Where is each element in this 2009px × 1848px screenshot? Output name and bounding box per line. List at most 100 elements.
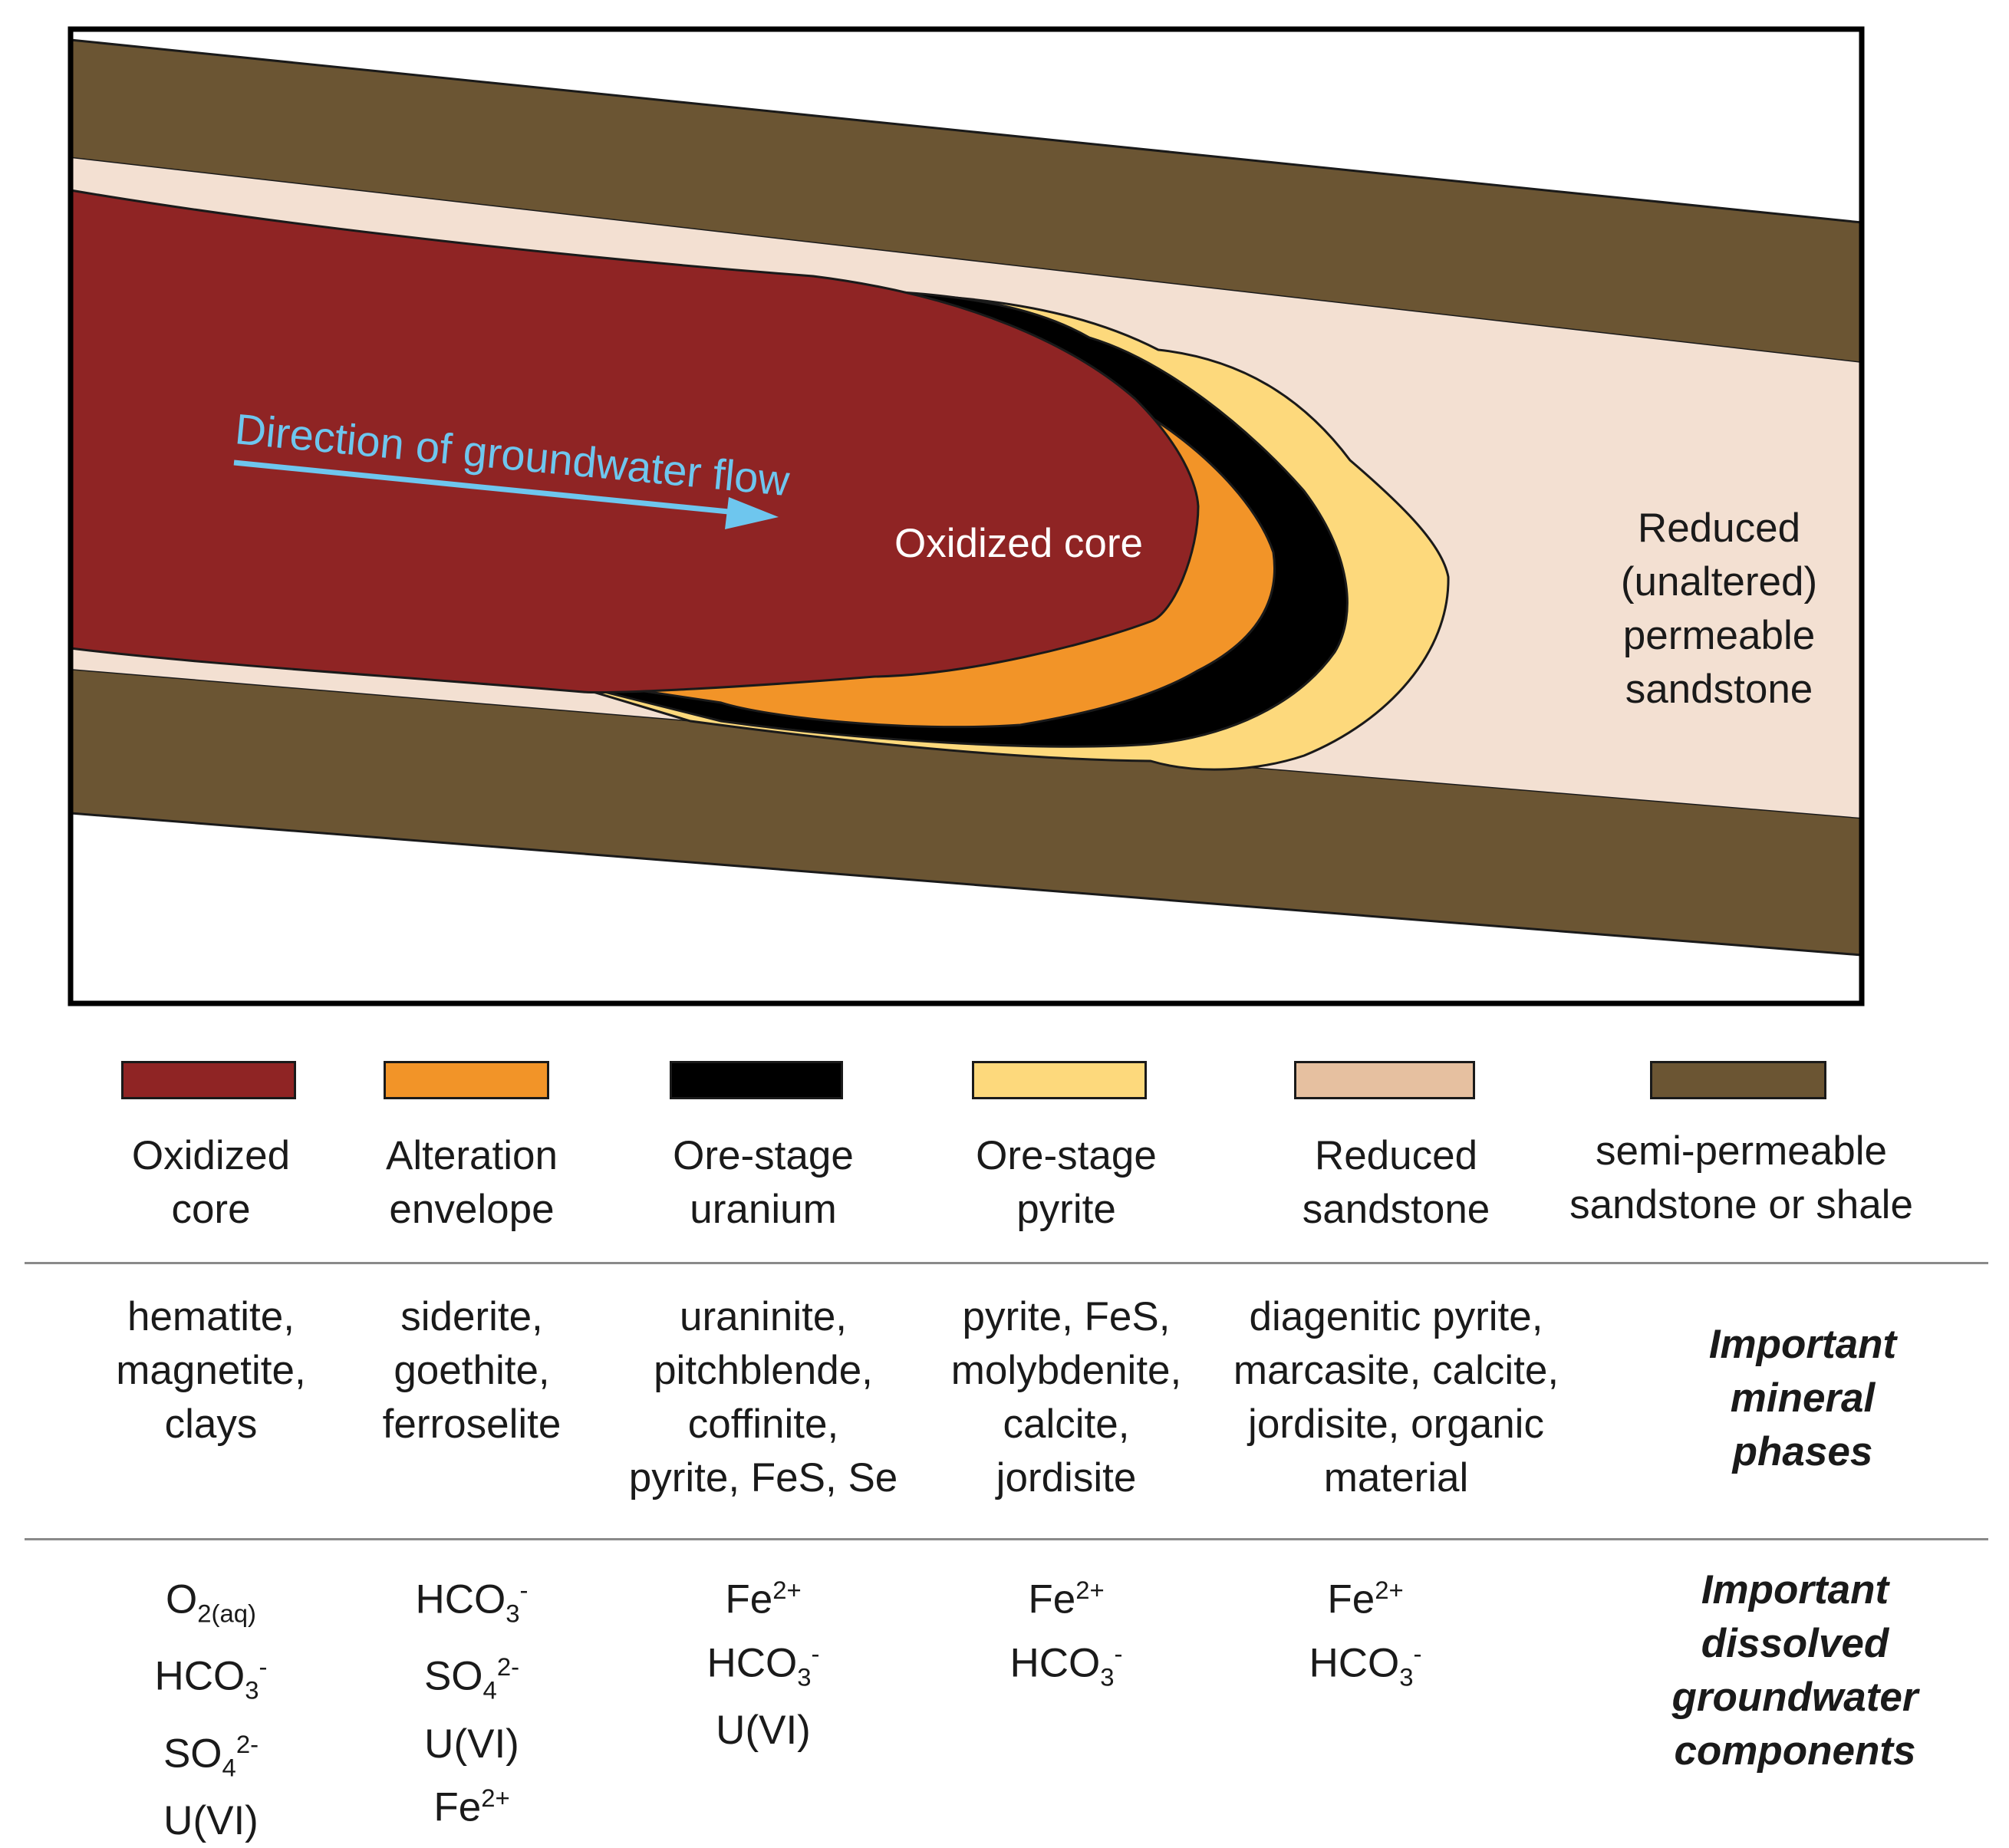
species-line: Fe2+	[648, 1563, 878, 1627]
species-base: HCO	[706, 1640, 798, 1686]
species-line: HCO3-	[648, 1627, 878, 1704]
species-line: SO42-	[81, 1718, 341, 1794]
legend-label-shale: semi-permeable sandstone or shale	[1534, 1125, 1948, 1232]
minerals-cell-uranium: uraninite, pitchblende, coffinite, pyrit…	[610, 1290, 917, 1505]
species-line: Fe2+	[951, 1563, 1181, 1627]
species-base: Fe	[433, 1784, 482, 1830]
dissolved-cell-pyrite: Fe2+ HCO3-	[951, 1563, 1181, 1704]
species-base: Fe	[1028, 1576, 1076, 1622]
species-base: Fe	[725, 1576, 773, 1622]
dissolved-heading-line: components	[1674, 1728, 1916, 1774]
legend-swatch-reduced-sandstone	[1294, 1061, 1475, 1099]
minerals-heading-line: mineral	[1730, 1375, 1876, 1421]
species-base: U(VI)	[716, 1707, 811, 1753]
species-charge: -	[519, 1576, 529, 1604]
species-charge: 2+	[1375, 1576, 1404, 1604]
minerals-heading-line: Important	[1708, 1322, 1897, 1367]
dissolved-cell-reduced: Fe2+ HCO3-	[1250, 1563, 1480, 1704]
legend-label-line: sandstone or shale	[1569, 1182, 1913, 1227]
species-sub: 4	[482, 1675, 497, 1705]
reduced-label-line: (unaltered)	[1621, 559, 1817, 604]
species-line: Fe2+	[1250, 1563, 1480, 1627]
legend-label-line: Ore-stage	[976, 1133, 1157, 1178]
minerals-cell-alteration: siderite, goethite, ferroselite	[341, 1290, 602, 1451]
species-line: SO42-	[341, 1640, 602, 1717]
minerals-heading: Important mineral phases	[1688, 1318, 1918, 1479]
mineral-line: hematite,	[127, 1294, 295, 1339]
legend-label-line: Ore-stage	[673, 1133, 854, 1178]
legend-label-line: envelope	[389, 1187, 555, 1232]
minerals-heading-line: phases	[1732, 1429, 1873, 1474]
legend-label-line: semi-permeable	[1596, 1128, 1887, 1174]
mineral-line: siderite,	[400, 1294, 543, 1339]
species-sub: 3	[245, 1675, 259, 1705]
dissolved-cell-uranium: Fe2+ HCO3- U(VI)	[648, 1563, 878, 1757]
species-charge: 2+	[481, 1783, 510, 1812]
species-sub: 2(aq)	[197, 1599, 256, 1628]
species-base: U(VI)	[424, 1721, 519, 1767]
mineral-line: ferroselite	[382, 1402, 562, 1447]
legend-label-line: sandstone	[1302, 1187, 1490, 1232]
minerals-cell-reduced: diagenitic pyrite, marcasite, calcite, j…	[1212, 1290, 1580, 1505]
legend-label-line: core	[171, 1187, 251, 1232]
species-sub: 3	[797, 1662, 812, 1691]
divider-top	[25, 1262, 1988, 1264]
mineral-line: pyrite, FeS, Se	[628, 1455, 898, 1500]
legend-label-reduced-sandstone: Reduced sandstone	[1273, 1129, 1519, 1237]
reduced-label-line: sandstone	[1625, 667, 1813, 712]
species-base: HCO	[1309, 1640, 1400, 1686]
species-charge: -	[1413, 1639, 1422, 1668]
mineral-line: jordisite	[996, 1455, 1137, 1500]
species-line: U(VI)	[341, 1718, 602, 1771]
species-base: HCO	[1009, 1640, 1101, 1686]
legend-label-line: uranium	[690, 1187, 837, 1232]
species-charge: 2-	[496, 1652, 520, 1682]
mineral-line: jordisite, organic	[1248, 1402, 1544, 1447]
legend-label-line: Alteration	[386, 1133, 558, 1178]
species-base: HCO	[154, 1653, 245, 1699]
mineral-line: diagenitic pyrite,	[1249, 1294, 1543, 1339]
diagram-frame-border	[68, 26, 1865, 1006]
species-line: O2(aq)	[81, 1563, 341, 1640]
mineral-line: magnetite,	[116, 1348, 306, 1393]
flow-arrow-shaft	[233, 460, 737, 516]
legend-swatch-ore-uranium	[670, 1061, 843, 1099]
species-base: U(VI)	[163, 1797, 259, 1843]
species-base: HCO	[415, 1576, 506, 1622]
dissolved-cell-oxidized: O2(aq) HCO3- SO42- U(VI)	[81, 1563, 341, 1848]
legend-label-line: Oxidized	[131, 1133, 291, 1178]
reduced-sandstone-label: Reduced (unaltered) permeable sandstone	[1621, 506, 1817, 712]
species-charge: 2+	[772, 1576, 802, 1604]
legend-swatch-ore-pyrite	[972, 1061, 1147, 1099]
mineral-line: material	[1323, 1455, 1469, 1500]
reduced-label-line: permeable	[1623, 613, 1815, 658]
species-line: U(VI)	[81, 1794, 341, 1848]
legend-swatch-alteration-envelope	[384, 1061, 549, 1099]
dissolved-heading-line: Important	[1701, 1567, 1889, 1612]
mineral-line: marcasite, calcite,	[1233, 1348, 1559, 1393]
legend-label-oxidized-core: Oxidized core	[96, 1129, 326, 1237]
mineral-line: pyrite, FeS,	[962, 1294, 1171, 1339]
mineral-line: uraninite,	[679, 1294, 848, 1339]
mineral-line: coffinite,	[687, 1402, 839, 1447]
flow-arrow-head	[725, 497, 779, 529]
mineral-line: goethite,	[394, 1348, 550, 1393]
dissolved-heading: Important dissolved groundwater componen…	[1649, 1563, 1941, 1778]
species-line: HCO3-	[81, 1640, 341, 1717]
reduced-label-line: Reduced	[1638, 506, 1800, 551]
minerals-cell-oxidized: hematite, magnetite, clays	[81, 1290, 341, 1451]
species-base: O	[166, 1576, 198, 1622]
species-charge: -	[1114, 1639, 1123, 1668]
species-line: HCO3-	[951, 1627, 1181, 1704]
legend-label-alteration-envelope: Alteration envelope	[357, 1129, 587, 1237]
legend-label-ore-uranium: Ore-stage uranium	[648, 1129, 878, 1237]
legend-label-line: Reduced	[1314, 1133, 1478, 1178]
species-sub: 4	[222, 1752, 236, 1781]
species-sub: 3	[1100, 1662, 1115, 1691]
legend-swatch-shale	[1650, 1061, 1826, 1099]
legend-swatch-oxidized-core	[121, 1061, 296, 1099]
species-line: U(VI)	[648, 1704, 878, 1757]
species-base: SO	[163, 1731, 222, 1777]
dissolved-heading-line: dissolved	[1701, 1621, 1889, 1666]
species-base: Fe	[1327, 1576, 1375, 1622]
